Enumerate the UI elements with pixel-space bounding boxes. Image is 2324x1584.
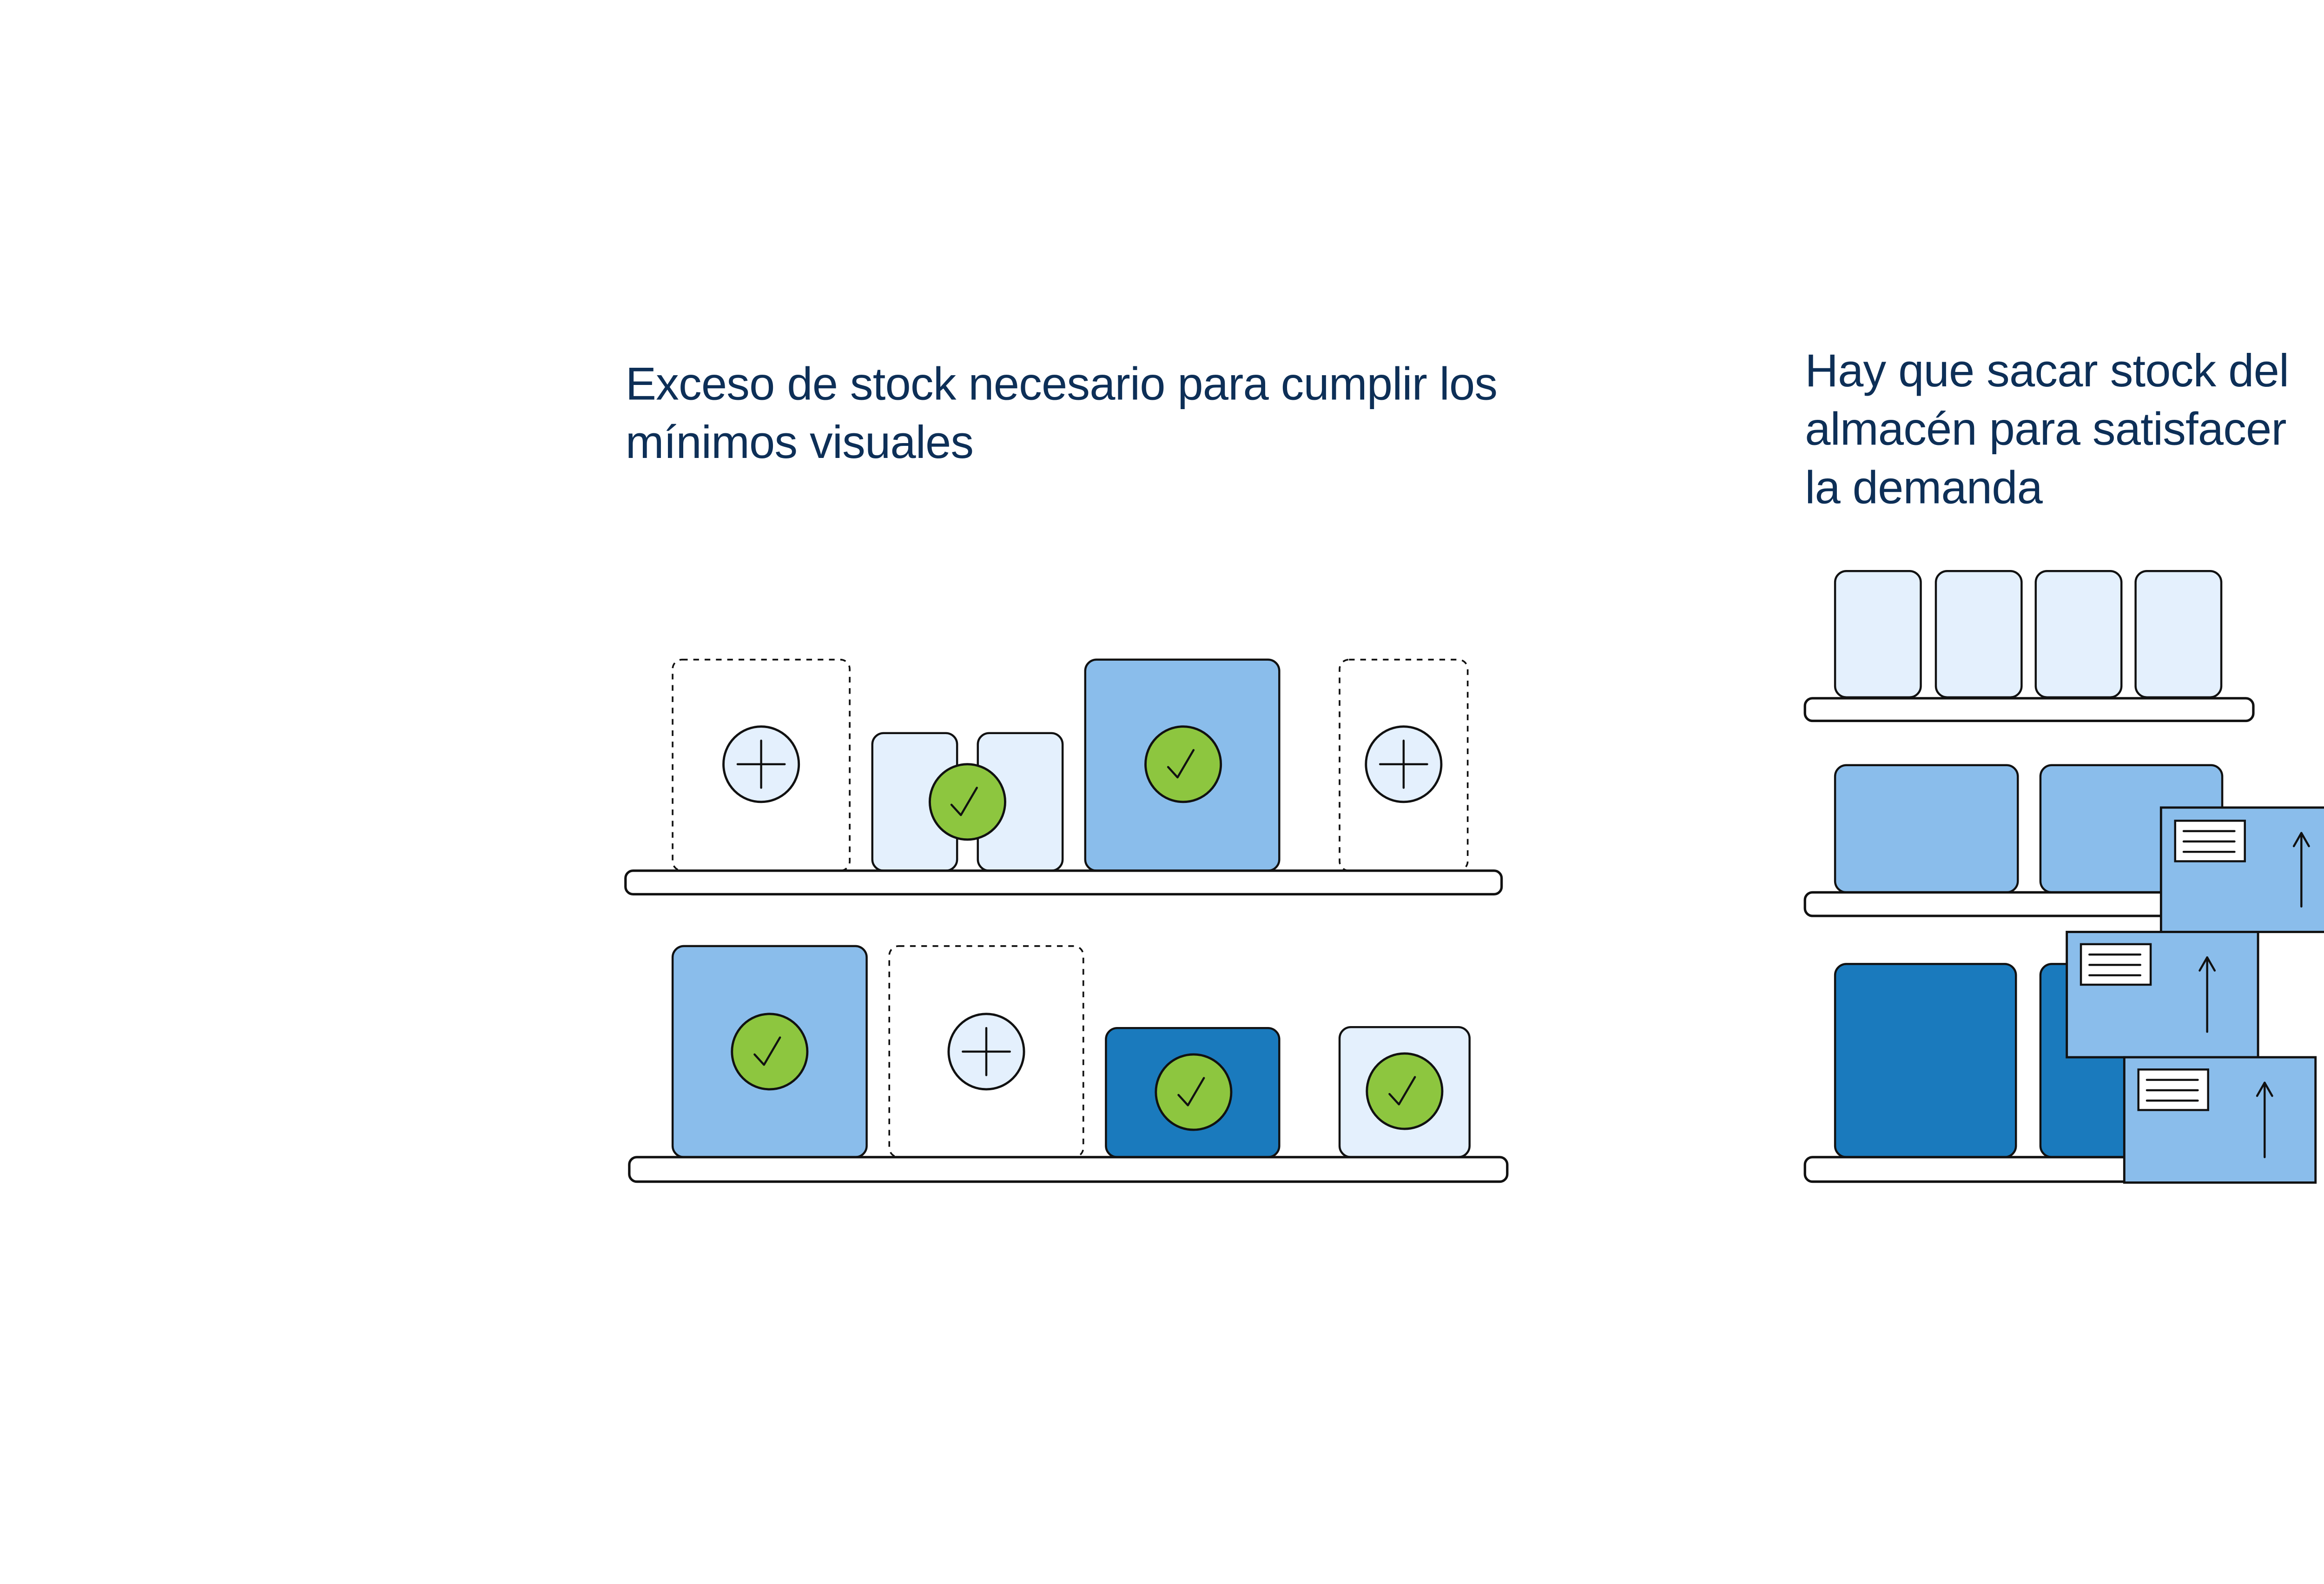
plus-circle-icon xyxy=(947,1013,1025,1091)
arrow-up-icon xyxy=(2199,956,2216,1033)
shelf xyxy=(624,869,1503,896)
product-box xyxy=(2034,570,2123,699)
left-title: Exceso de stock necesario para cumplir l… xyxy=(626,358,1510,468)
right-title-line-1: Hay que sacar stock del xyxy=(1805,345,2289,397)
arrow-up-icon xyxy=(2292,832,2310,908)
shipping-label-icon xyxy=(2137,1068,2209,1111)
left-title-line-1: Exceso de stock necesario para cumplir l… xyxy=(626,358,1498,410)
right-title: Hay que sacar stock del almacén para sat… xyxy=(1805,345,2301,513)
shelf xyxy=(1803,697,2255,722)
check-circle-icon xyxy=(1366,1052,1444,1130)
check-circle-icon xyxy=(928,763,1006,841)
product-box xyxy=(1834,570,1922,699)
package-box xyxy=(2123,1056,2317,1184)
left-shelf-1 xyxy=(624,658,1503,896)
left-panel: Exceso de stock necesario para cumplir l… xyxy=(624,358,1510,1183)
shelf xyxy=(1803,1156,2146,1183)
shelf xyxy=(1803,891,2183,917)
right-title-line-3: la demanda xyxy=(1805,462,2043,513)
shipping-label-icon xyxy=(2174,820,2246,862)
right-panel: Hay que sacar stock del almacén para sat… xyxy=(1803,345,2324,1184)
plus-circle-icon xyxy=(722,725,800,803)
right-title-line-2: almacén para satisfacer xyxy=(1805,404,2286,455)
product-box xyxy=(1834,963,2017,1159)
package-box xyxy=(2159,806,2324,933)
right-shelf-2 xyxy=(1803,764,2224,917)
product-box xyxy=(2134,570,2223,699)
check-circle-icon xyxy=(731,1013,809,1091)
check-circle-icon xyxy=(1144,725,1222,803)
left-title-line-2: mínimos visuales xyxy=(626,417,974,468)
right-shelf-1 xyxy=(1803,570,2255,722)
plus-circle-icon xyxy=(1365,725,1443,803)
product-box xyxy=(1934,570,2023,699)
shipping-label-icon xyxy=(2080,943,2152,986)
arrow-up-icon xyxy=(2256,1081,2273,1159)
check-circle-icon xyxy=(1155,1053,1233,1131)
left-shelf-2 xyxy=(628,945,1509,1183)
package-box xyxy=(2066,931,2259,1059)
product-box xyxy=(1834,764,2019,894)
shelf xyxy=(628,1156,1509,1183)
